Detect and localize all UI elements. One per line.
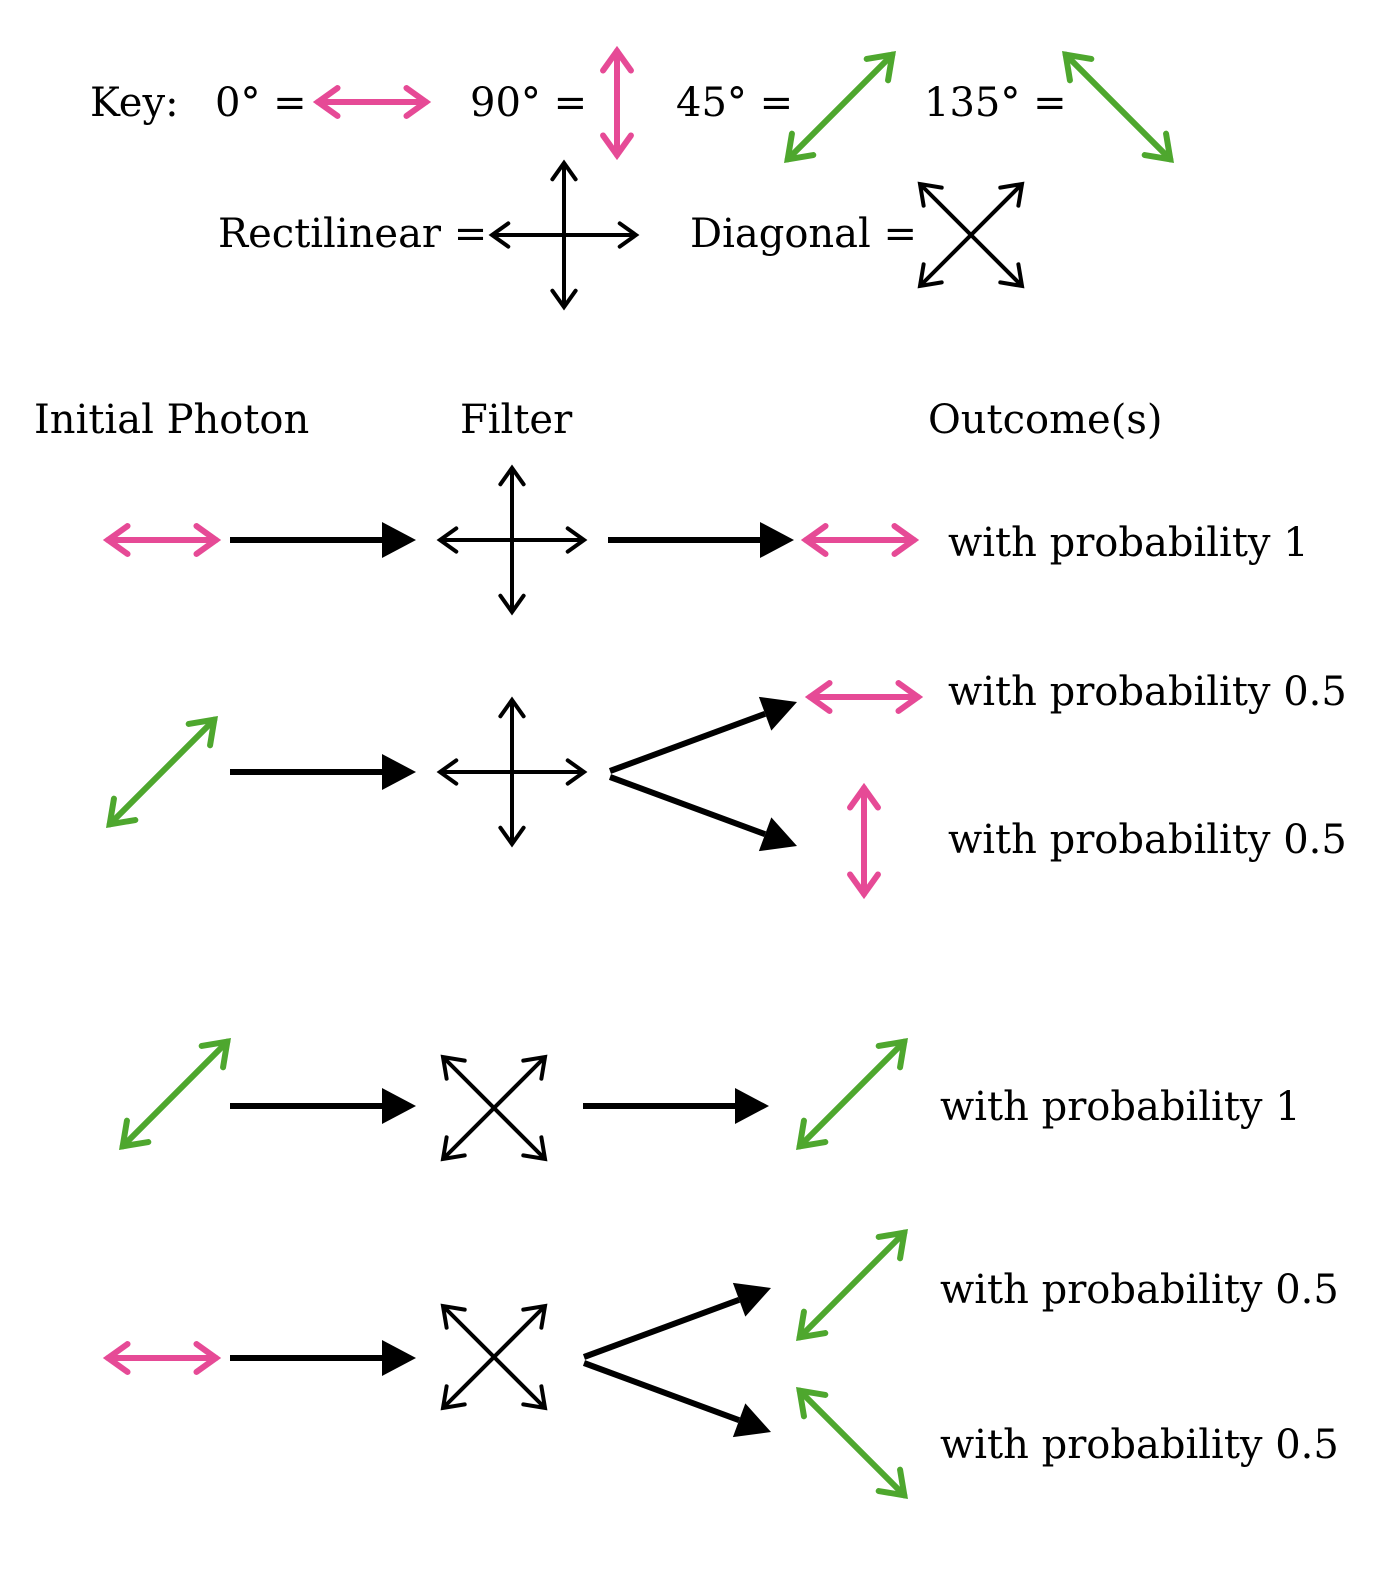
row2-output-arrow-upper [608, 696, 797, 774]
key-diagonal-label: Diagonal = [690, 211, 918, 257]
key-45-arrow [784, 51, 896, 163]
row4-initial-photon-icon [102, 1341, 222, 1375]
row4-diagonal-filter-icon [440, 1303, 548, 1411]
row2-outcome1-label: with probability 0.5 [948, 669, 1347, 715]
row2-outcome2-photon-icon [847, 782, 881, 900]
row3-initial-photon-icon [119, 1038, 231, 1150]
row4-outcome1-photon-icon [796, 1229, 908, 1341]
row3-outcome1-photon-icon [796, 1038, 908, 1150]
key-45-label: 45° = [676, 80, 794, 126]
row3-outcome1-label: with probability 1 [940, 1084, 1301, 1130]
row2-outcome2-label: with probability 0.5 [948, 817, 1347, 863]
row3-input-arrow [230, 1088, 416, 1124]
row4-output-arrow-upper [582, 1282, 771, 1360]
key-90-arrow [600, 45, 634, 161]
row3-output-arrow [583, 1088, 769, 1124]
key-0-arrow [312, 85, 432, 119]
header-filter: Filter [460, 397, 573, 443]
row2-input-arrow [230, 754, 416, 790]
row2-outcome1-photon-icon [804, 680, 924, 714]
row1-rectilinear-filter-icon [436, 464, 588, 616]
header-outcomes: Outcome(s) [928, 397, 1163, 443]
key-135-label: 135° = [924, 80, 1067, 126]
row3-diagonal-filter-icon [440, 1054, 548, 1162]
key-135-arrow [1062, 51, 1174, 163]
row4-outcome2-photon-icon [796, 1387, 908, 1499]
row2-output-arrow-lower [608, 774, 797, 852]
row4-input-arrow [230, 1340, 416, 1376]
row4-outcome1-label: with probability 0.5 [940, 1267, 1339, 1313]
key-rectilinear-label: Rectilinear = [218, 211, 488, 257]
row1-initial-photon-icon [102, 523, 222, 557]
key-0-label: 0° = [215, 80, 307, 126]
key-rectilinear-filter-icon [488, 159, 640, 311]
row4-outcome2-label: with probability 0.5 [940, 1422, 1339, 1468]
row4-output-arrow-lower [582, 1360, 771, 1438]
row1-outcome1-photon-icon [800, 523, 920, 557]
key-90-label: 90° = [470, 80, 588, 126]
row1-input-arrow [230, 522, 416, 558]
header-initial-photon: Initial Photon [34, 397, 310, 443]
row2-initial-photon-icon [106, 716, 218, 828]
row1-outcome1-label: with probability 1 [948, 520, 1309, 566]
row2-rectilinear-filter-icon [436, 696, 588, 848]
row1-output-arrow [608, 522, 794, 558]
key-diagonal-filter-icon [917, 181, 1025, 289]
key-label: Key: [90, 80, 179, 126]
